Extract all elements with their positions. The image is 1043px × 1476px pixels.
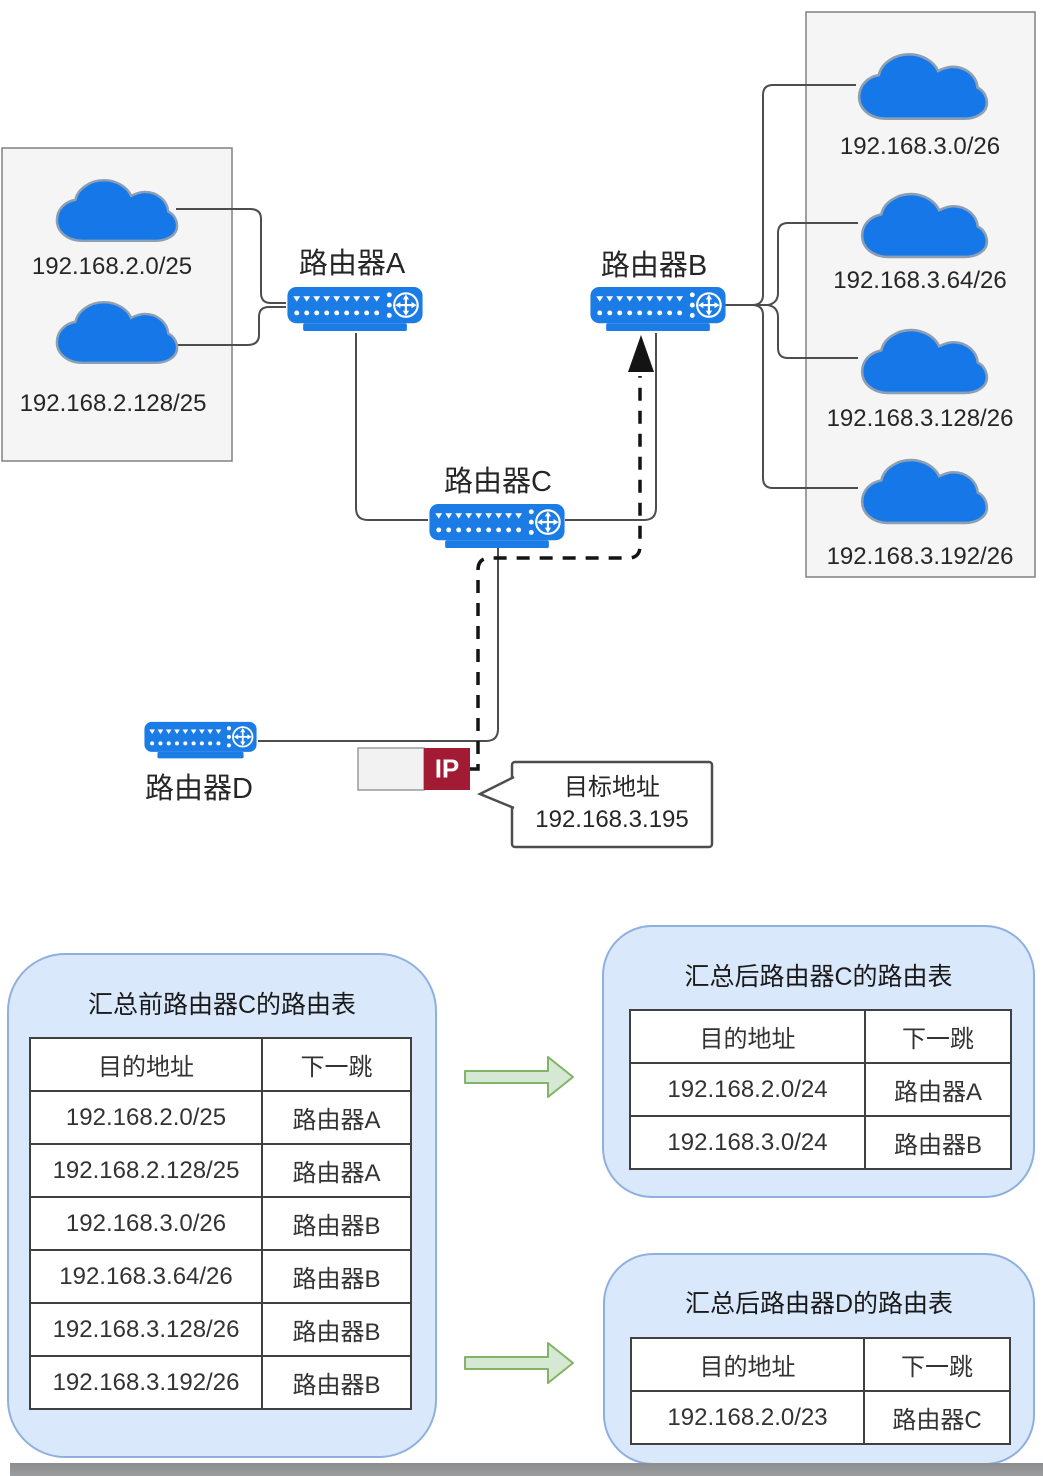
cell-destination: 192.168.2.0/25	[29, 1090, 263, 1145]
callout-line1: 目标地址	[563, 774, 660, 801]
router-d-label: 路由器D	[145, 773, 253, 805]
network-label-3-64: 192.168.3.64/26	[833, 267, 1007, 294]
link-routerB-routerC	[565, 333, 657, 521]
network-label-3-128: 192.168.3.128/26	[826, 405, 1014, 432]
routing-table-after-c: 目的地址 下一跳 192.168.2.0/24 路由器A 192.168.3.0…	[629, 1009, 1012, 1170]
cell-next-hop: 路由器C	[863, 1390, 1011, 1445]
summarize-arrow-bottom	[464, 1342, 574, 1384]
ip-header-label: IP	[434, 753, 460, 784]
cell-next-hop: 路由器A	[261, 1090, 412, 1145]
routing-table-before-c: 目的地址 下一跳 192.168.2.0/25 路由器A 192.168.2.1…	[29, 1037, 412, 1410]
panel-after-router-d: 汇总后路由器D的路由表 目的地址 下一跳 192.168.2.0/23 路由器C	[603, 1253, 1035, 1465]
header-next-hop: 下一跳	[863, 1337, 1011, 1392]
cell-destination: 192.168.2.128/25	[29, 1143, 263, 1198]
cell-next-hop: 路由器B	[864, 1115, 1012, 1170]
router-b-label: 路由器B	[600, 250, 708, 282]
cell-destination: 192.168.3.128/26	[29, 1302, 263, 1357]
network-label-2-0: 192.168.2.0/25	[31, 253, 193, 280]
table-row: 192.168.3.192/26 路由器B	[29, 1355, 412, 1410]
cell-next-hop: 路由器A	[261, 1143, 412, 1198]
callout-tail	[476, 775, 515, 810]
cell-destination: 192.168.3.64/26	[29, 1249, 263, 1304]
router-a-icon	[286, 286, 424, 333]
table-row: 192.168.2.0/24 路由器A	[629, 1062, 1012, 1117]
link-routerB-net4	[725, 304, 858, 489]
table-header-row: 目的地址 下一跳	[29, 1037, 412, 1092]
link-routerA-routerC	[355, 333, 428, 521]
packet-path-arrowhead	[628, 335, 654, 372]
cell-next-hop: 路由器B	[261, 1302, 412, 1357]
table-row: 192.168.3.128/26 路由器B	[29, 1302, 412, 1357]
cell-next-hop: 路由器B	[261, 1196, 412, 1251]
cell-destination: 192.168.3.0/26	[29, 1196, 263, 1251]
link-routerB-net2	[725, 222, 858, 306]
header-destination: 目的地址	[29, 1037, 263, 1092]
link-routerD-routerC	[258, 548, 499, 742]
link-cloud2-routerA	[168, 306, 286, 346]
callout-text: 目标地址 192.168.3.195	[535, 772, 688, 836]
panel-after-router-c: 汇总后路由器C的路由表 目的地址 下一跳 192.168.2.0/24 路由器A…	[602, 925, 1035, 1198]
panel-before-router-c-title: 汇总前路由器C的路由表	[87, 991, 357, 1019]
network-label-3-0: 192.168.3.0/26	[839, 133, 1001, 160]
header-next-hop: 下一跳	[864, 1009, 1012, 1064]
table-header-row: 目的地址 下一跳	[630, 1337, 1011, 1392]
cell-next-hop: 路由器B	[261, 1355, 412, 1410]
summarize-arrow-top	[464, 1056, 574, 1098]
table-row: 192.168.3.0/26 路由器B	[29, 1196, 412, 1251]
cell-destination: 192.168.3.192/26	[29, 1355, 263, 1410]
table-row: 192.168.2.0/23 路由器C	[630, 1390, 1011, 1445]
ip-packet-payload	[357, 747, 425, 791]
network-label-3-192: 192.168.3.192/26	[826, 543, 1014, 570]
cell-destination: 192.168.2.0/23	[630, 1390, 865, 1445]
router-c-label: 路由器C	[444, 466, 552, 498]
link-routerB-net3	[725, 304, 858, 359]
ip-packet-header	[424, 748, 470, 790]
router-d-icon	[143, 721, 258, 760]
table-row: 192.168.3.64/26 路由器B	[29, 1249, 412, 1304]
router-a-label: 路由器A	[298, 248, 406, 280]
table-header-row: 目的地址 下一跳	[629, 1009, 1012, 1064]
header-destination: 目的地址	[630, 1337, 865, 1392]
table-row: 192.168.2.0/25 路由器A	[29, 1090, 412, 1145]
callout-line2: 192.168.3.195	[535, 806, 689, 833]
packet-path-dashed	[470, 376, 642, 771]
cell-next-hop: 路由器B	[261, 1249, 412, 1304]
table-row: 192.168.3.0/24 路由器B	[629, 1115, 1012, 1170]
table-row: 192.168.2.128/25 路由器A	[29, 1143, 412, 1198]
routing-table-after-d: 目的地址 下一跳 192.168.2.0/23 路由器C	[630, 1337, 1011, 1445]
cell-destination: 192.168.2.0/24	[629, 1062, 866, 1117]
cell-destination: 192.168.3.0/24	[629, 1115, 866, 1170]
window-bottom-bar	[10, 1463, 1043, 1476]
cell-next-hop: 路由器A	[864, 1062, 1012, 1117]
router-c-icon	[428, 503, 566, 550]
router-b-icon	[589, 286, 727, 333]
header-next-hop: 下一跳	[261, 1037, 412, 1092]
panel-after-router-d-title: 汇总后路由器D的路由表	[684, 1290, 954, 1318]
panel-after-router-c-title: 汇总后路由器C的路由表	[684, 963, 953, 991]
header-destination: 目的地址	[629, 1009, 866, 1064]
panel-before-router-c: 汇总前路由器C的路由表 目的地址 下一跳 192.168.2.0/25 路由器A…	[7, 953, 437, 1458]
network-label-2-128: 192.168.2.128/25	[19, 390, 207, 417]
link-cloud1-routerA	[176, 208, 286, 304]
